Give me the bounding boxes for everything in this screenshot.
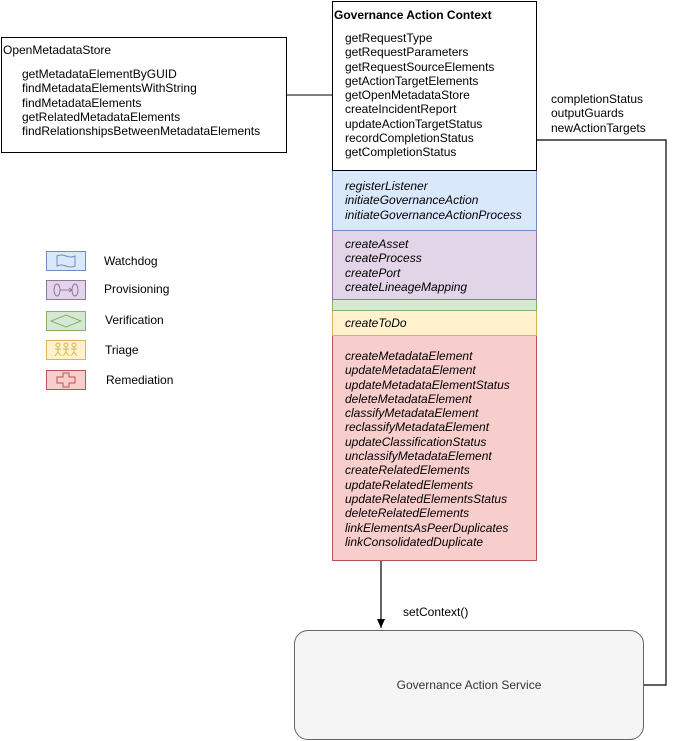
remediation-method: createMetadataElement [345,349,473,363]
store-title: OpenMetadataStore [3,43,112,57]
store-method: findMetadataElements [22,95,142,110]
context-method: getCompletionStatus [345,145,457,160]
context-verification-section [332,300,537,311]
context-method: getActionTargetElements [345,73,479,88]
governance-action-service-box: Governance Action Service [294,630,644,740]
remediation-method: updateRelatedElements [345,477,474,492]
remediation-method: unclassifyMetadataElement [345,449,492,464]
return-value: outputGuards [551,106,624,121]
provisioning-method: createLineageMapping [345,279,468,294]
provisioning-method: createAsset [345,237,409,251]
remediation-method: linkElementsAsPeerDuplicates [345,520,509,535]
context-method: getRequestSourceElements [345,59,495,74]
context-remediation-section: createMetadataElement updateMetadataElem… [332,336,537,561]
legend-swatch-triage [46,340,86,360]
context-core-methods: getRequestType getRequestParameters getR… [345,31,494,160]
legend-label-remediation: Remediation [106,373,174,387]
remediation-icon [56,372,76,388]
store-method: findMetadataElementsWithString [22,81,197,96]
legend-label-triage: Triage [105,343,139,357]
governance-action-context-box: Governance Action Context getRequestType… [332,1,537,561]
legend-swatch-verification [46,311,86,331]
watchdog-icon [56,254,76,268]
return-value: completionStatus [551,92,644,106]
open-metadata-store-box: OpenMetadataStore getMetadataElementByGU… [1,37,287,153]
provisioning-method: createProcess [345,251,422,266]
remediation-method: deleteMetadataElement [345,391,472,406]
watchdog-method: initiateGovernanceAction [345,193,479,208]
return-value: newActionTargets [551,120,646,135]
provisioning-method: createPort [345,265,401,280]
context-method: createIncidentReport [345,102,457,117]
return-arrow [519,136,667,686]
verification-icon [49,314,83,328]
legend-swatch-watchdog [46,251,86,271]
watchdog-method: initiateGovernanceActionProcess [345,207,522,222]
store-method: findRelationshipsBetweenMetadataElements [22,124,261,139]
provisioning-methods: createAsset createProcess createPort cre… [345,237,467,294]
legend-swatch-remediation [46,370,86,390]
legend-label-provisioning: Provisioning [104,282,170,296]
remediation-methods: createMetadataElement updateMetadataElem… [345,349,510,549]
context-method: getRequestParameters [345,45,469,60]
store-method-list: getMetadataElementByGUID findMetadataEle… [22,67,260,138]
service-title: Governance Action Service [396,678,542,692]
set-context-label: setContext() [403,605,469,619]
legend-swatch-provisioning [46,280,86,300]
triage-methods: createToDo [345,316,407,330]
remediation-method: deleteRelatedElements [345,506,470,521]
watchdog-method: registerListener [345,179,428,193]
remediation-method: classifyMetadataElement [345,406,479,421]
context-triage-section: createToDo [332,311,537,336]
legend-label-watchdog: Watchdog [104,254,158,268]
context-method: recordCompletionStatus [345,131,474,146]
context-method: getRequestType [345,31,433,45]
remediation-method: createRelatedElements [345,463,470,478]
remediation-method: updateMetadataElement [345,363,476,378]
store-method: getRelatedMetadataElements [22,109,181,124]
context-watchdog-section: registerListener initiateGovernanceActio… [332,171,537,231]
remediation-method: updateClassificationStatus [345,434,487,449]
remediation-method: linkConsolidatedDuplicate [345,534,484,549]
store-method: getMetadataElementByGUID [22,67,177,81]
context-method: updateActionTargetStatus [345,116,483,131]
provisioning-icon [53,283,79,297]
context-method: getOpenMetadataStore [345,88,470,103]
return-values-label: completionStatus outputGuards newActionT… [551,92,646,135]
triage-icon [54,342,78,357]
context-title: Governance Action Context [334,8,492,22]
legend-label-verification: Verification [105,313,164,327]
remediation-method: updateMetadataElementStatus [345,377,510,392]
watchdog-methods: registerListener initiateGovernanceActio… [345,179,522,222]
context-provisioning-section: createAsset createProcess createPort cre… [332,231,537,300]
context-core-section: Governance Action Context getRequestType… [332,1,537,171]
remediation-method: updateRelatedElementsStatus [345,491,508,506]
triage-method: createToDo [345,316,407,330]
remediation-method: reclassifyMetadataElement [345,420,490,435]
